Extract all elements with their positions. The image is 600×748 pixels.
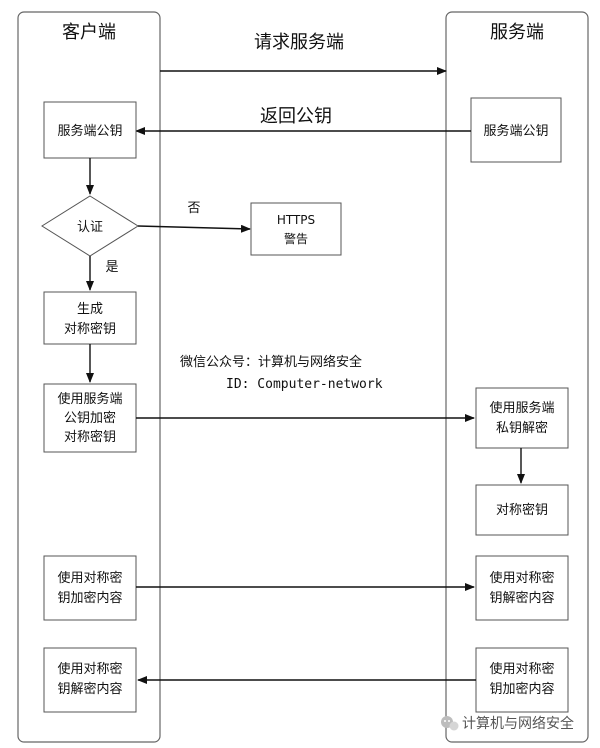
- client-pubkey-text: 服务端公钥: [57, 123, 122, 139]
- verify-text: 认证: [77, 220, 103, 235]
- generate-key-line2: 对称密钥: [64, 321, 116, 337]
- generate-key-box: [43, 291, 137, 345]
- server-lane: [445, 11, 589, 743]
- server-symkey-box: [475, 484, 569, 536]
- decrypt-key-line1: 使用服务端: [489, 400, 554, 416]
- server-decrypt-content-line2: 钥解密内容: [489, 590, 554, 606]
- server-symkey-text: 对称密钥: [496, 502, 548, 518]
- watermark-line1: 微信公众号：计算机与网络安全: [180, 354, 362, 370]
- no-label: 否: [187, 201, 200, 216]
- client-decrypt-content-line1: 使用对称密: [57, 661, 122, 677]
- client-encrypt-content-box: [43, 555, 137, 621]
- request-label: 请求服务端: [254, 32, 344, 53]
- encrypt-key-box: [43, 383, 137, 453]
- client-decrypt-content-box: [43, 647, 137, 713]
- no-arrow: [137, 224, 251, 233]
- server-decrypt-content-line1: 使用对称密: [489, 570, 554, 586]
- client-lane-title: 客户端: [62, 22, 116, 43]
- https-warning-box: [250, 202, 342, 256]
- watermark-line2: ID: Computer-network: [226, 377, 383, 392]
- https-warning-title: HTTPS: [277, 213, 315, 227]
- encrypt-key-line1: 使用服务端: [57, 391, 122, 407]
- encrypt-key-line3: 对称密钥: [64, 429, 116, 445]
- client-lane: [17, 11, 161, 743]
- client-pubkey-box: [43, 101, 137, 159]
- footer-watermark: 计算机与网络安全: [462, 715, 574, 732]
- decrypt-key-box: [475, 387, 569, 449]
- server-encrypt-content-line2: 钥加密内容: [489, 681, 554, 697]
- server-decrypt-content-box: [475, 555, 569, 621]
- https-warning-subtitle: 警告: [284, 231, 308, 246]
- client-encrypt-content-line2: 钥加密内容: [57, 590, 122, 606]
- wechat-icon: [441, 716, 459, 731]
- server-pubkey-text: 服务端公钥: [483, 123, 548, 139]
- server-encrypt-content-line1: 使用对称密: [489, 661, 554, 677]
- server-pubkey-box: [470, 97, 562, 163]
- decrypt-key-line2: 私钥解密: [496, 420, 548, 436]
- client-encrypt-content-line1: 使用对称密: [57, 570, 122, 586]
- server-lane-title: 服务端: [490, 22, 544, 43]
- return-key-label: 返回公钥: [260, 106, 332, 127]
- yes-label: 是: [105, 260, 118, 275]
- client-decrypt-content-line2: 钥解密内容: [57, 681, 122, 697]
- generate-key-line1: 生成: [77, 302, 103, 317]
- encrypt-key-line2: 公钥加密: [64, 410, 116, 426]
- server-encrypt-content-box: [475, 647, 569, 713]
